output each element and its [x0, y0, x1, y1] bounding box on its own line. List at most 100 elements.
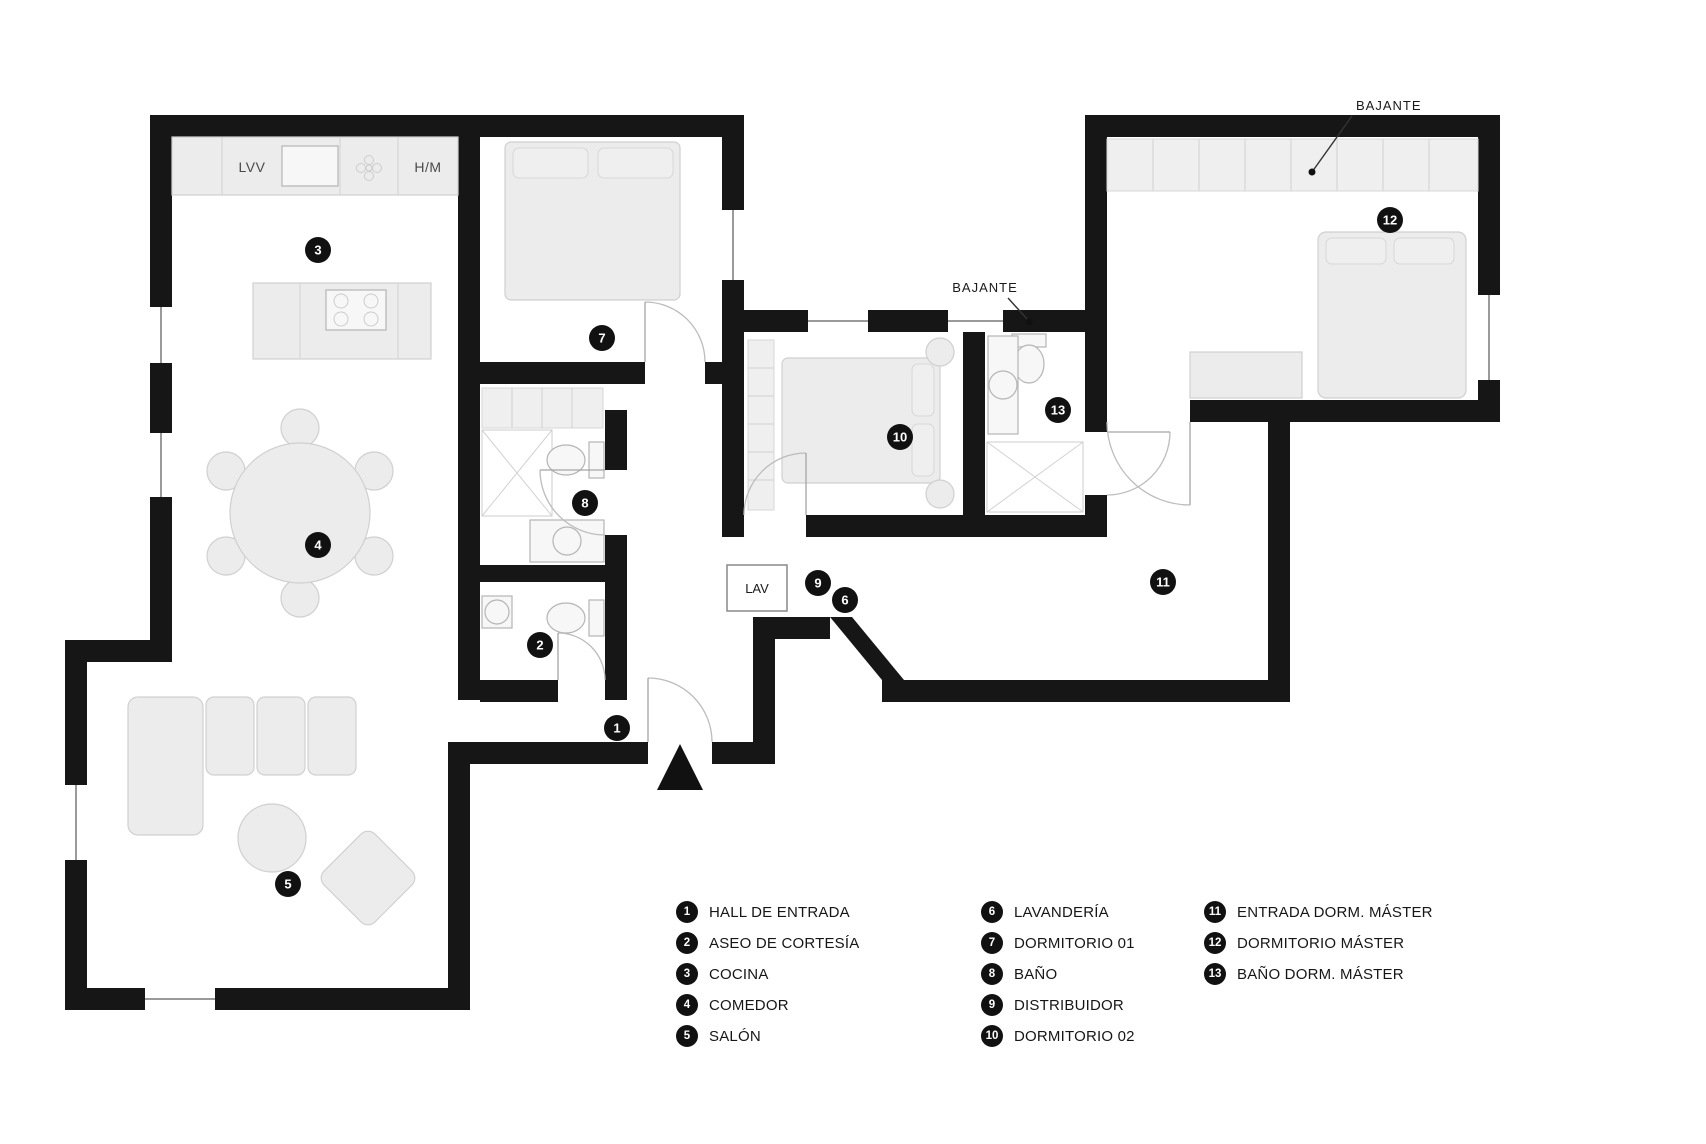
legend-badge: 7 [981, 932, 1003, 954]
legend-label: DORMITORIO 01 [1014, 934, 1135, 952]
legend-badge: 11 [1204, 901, 1226, 923]
legend-label: BAÑO [1014, 965, 1058, 983]
svg-text:2: 2 [536, 638, 543, 653]
svg-text:5: 5 [284, 877, 291, 892]
bajante-top-label: BAJANTE [1356, 98, 1422, 113]
legend-item-1: 1 HALL DE ENTRADA [676, 901, 859, 923]
legend-badge: 9 [981, 994, 1003, 1016]
legend-badge: 6 [981, 901, 1003, 923]
legend-label: DORMITORIO MÁSTER [1237, 934, 1405, 952]
svg-text:7: 7 [598, 331, 605, 346]
toilet-master [1011, 333, 1047, 384]
legend-label: LAVANDERÍA [1014, 903, 1109, 921]
room-badge-12: 12 [1377, 207, 1403, 233]
kitchen-counter [171, 136, 459, 196]
walls [65, 115, 1500, 1010]
armchair [320, 830, 416, 926]
legend-badge: 2 [676, 932, 698, 954]
cooktop [325, 289, 387, 331]
bajante-mid: BAJANTE [952, 280, 1033, 326]
bajante-mid-label: BAJANTE [952, 280, 1018, 295]
lvv-label: LVV [239, 159, 266, 175]
legend-label: SALÓN [709, 1027, 761, 1045]
legend-badge: 13 [1204, 963, 1226, 985]
room-badge-3: 3 [305, 237, 331, 263]
bed-master [1317, 231, 1467, 399]
legend-item-4: 4 COMEDOR [676, 994, 859, 1016]
room-badge-7: 7 [589, 325, 615, 351]
legend-badge: 12 [1204, 932, 1226, 954]
legend-label: HALL DE ENTRADA [709, 903, 850, 921]
legend-item-6: 6 LAVANDERÍA [981, 901, 1135, 923]
nightstand [925, 337, 955, 367]
pouf [237, 803, 307, 873]
legend-item-11: 11 ENTRADA DORM. MÁSTER [1204, 901, 1433, 923]
room-badge-9: 9 [805, 570, 831, 596]
legend-item-2: 2 ASEO DE CORTESÍA [676, 932, 859, 954]
room-badge-8: 8 [572, 490, 598, 516]
svg-text:8: 8 [581, 496, 588, 511]
legend-item-5: 5 SALÓN [676, 1025, 859, 1047]
windows [65, 210, 1500, 1010]
room-badge-1: 1 [604, 715, 630, 741]
room-badge-10: 10 [887, 424, 913, 450]
legend-badge: 1 [676, 901, 698, 923]
legend-badge: 8 [981, 963, 1003, 985]
legend-label: ASEO DE CORTESÍA [709, 934, 860, 952]
storage-closet-master [986, 441, 1084, 513]
sink-master [987, 335, 1019, 435]
legend-label: COMEDOR [709, 996, 789, 1014]
svg-text:4: 4 [314, 538, 322, 553]
room-badge-5: 5 [275, 871, 301, 897]
kitchen-sink [281, 145, 339, 187]
legend-label: ENTRADA DORM. MÁSTER [1237, 903, 1433, 921]
legend-badge: 4 [676, 994, 698, 1016]
svg-text:10: 10 [893, 430, 907, 445]
svg-text:11: 11 [1156, 575, 1170, 590]
room-badge-6: 6 [832, 587, 858, 613]
shower [481, 429, 553, 517]
washer-lav: LAV [726, 564, 788, 612]
legend-label: DORMITORIO 02 [1014, 1027, 1135, 1045]
toilet-bath [546, 441, 605, 479]
entrance-arrow-icon [657, 744, 703, 790]
legend-badge: 3 [676, 963, 698, 985]
svg-text:3: 3 [314, 243, 321, 258]
kitchen-island [252, 282, 432, 360]
legend-item-8: 8 BAÑO [981, 963, 1135, 985]
wardrobe-dormitorio-02 [747, 339, 775, 511]
burner-icon [356, 155, 382, 181]
legend-label: BAÑO DORM. MÁSTER [1237, 965, 1404, 983]
lav-label: LAV [745, 581, 769, 596]
closet-dormitorio-01 [481, 387, 604, 429]
toilet-aseo [546, 599, 605, 637]
room-badge-2: 2 [527, 632, 553, 658]
svg-text:13: 13 [1051, 403, 1065, 418]
legend-badge: 5 [676, 1025, 698, 1047]
room-badge-13: 13 [1045, 397, 1071, 423]
legend-item-12: 12 DORMITORIO MÁSTER [1204, 932, 1433, 954]
legend-badge: 10 [981, 1025, 1003, 1047]
bed-dormitorio-01 [504, 141, 681, 301]
svg-text:12: 12 [1383, 213, 1397, 228]
svg-text:6: 6 [841, 593, 848, 608]
legend-item-7: 7 DORMITORIO 01 [981, 932, 1135, 954]
wardrobe-master [1106, 138, 1479, 192]
bajante-top: BAJANTE [1308, 98, 1422, 176]
sink-aseo [481, 595, 513, 629]
svg-text:1: 1 [613, 721, 620, 736]
legend-item-10: 10 DORMITORIO 02 [981, 1025, 1135, 1047]
doors [539, 301, 1191, 743]
dresser-master [1189, 351, 1303, 399]
dining-table [206, 408, 394, 618]
room-badge-11: 11 [1150, 569, 1176, 595]
sink-bath [529, 519, 605, 563]
svg-text:9: 9 [814, 576, 821, 591]
hm-label: H/M [414, 159, 441, 175]
